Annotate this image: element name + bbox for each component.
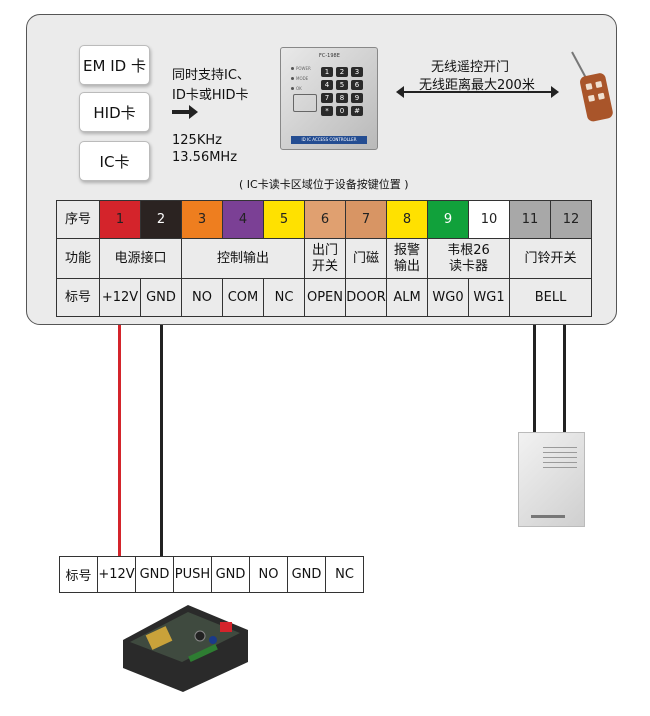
keypad-key: 8	[336, 93, 348, 103]
terminal-mark-gnd: GND	[140, 278, 182, 317]
terminal-number-3: 3	[181, 200, 223, 239]
keypad-key: 9	[351, 93, 363, 103]
terminal-function-4: 报警 输出	[386, 238, 428, 279]
terminal-number-11: 11	[509, 200, 551, 239]
terminal-number-5: 5	[263, 200, 305, 239]
row-label-function: 功能	[56, 238, 100, 279]
terminal-number-10: 10	[468, 200, 510, 239]
keypad-key: 4	[321, 80, 333, 90]
power-terminal-3: GND	[211, 556, 250, 593]
power-terminal-5: GND	[287, 556, 326, 593]
terminal-function-3: 门磁	[345, 238, 387, 279]
bell-wire-2	[563, 325, 566, 433]
frequency-125khz: 125KHz	[172, 133, 222, 148]
power-supply-image	[123, 605, 248, 692]
keypad-leds: POWER MODE OK	[291, 66, 311, 96]
terminal-number-2: 2	[140, 200, 182, 239]
doorbell-vents	[543, 446, 577, 472]
terminal-mark-com: COM	[222, 278, 264, 317]
terminal-mark-door: DOOR	[345, 278, 387, 317]
terminal-mark-bell: BELL	[509, 278, 592, 317]
black-wire-gnd	[160, 325, 163, 557]
terminal-number-7: 7	[345, 200, 387, 239]
keypad-key: 7	[321, 93, 333, 103]
terminal-mark-wg1: WG1	[468, 278, 510, 317]
keypad-keys: 1 2 3 4 5 6 7 8 9 * 0 #	[321, 67, 363, 116]
terminal-mark-nc: NC	[263, 278, 305, 317]
red-wire-12v	[118, 325, 121, 557]
keypad-model: FC-198E	[319, 53, 340, 59]
terminal-number-8: 8	[386, 200, 428, 239]
terminal-function-6: 门铃开关	[509, 238, 592, 279]
keypad-key: 0	[336, 106, 348, 116]
led-ok: OK	[291, 86, 311, 92]
terminal-function-2: 出门 开关	[304, 238, 346, 279]
terminal-number-1: 1	[99, 200, 141, 239]
bell-wire-1	[533, 325, 536, 433]
support-text-line2: ID卡或HID卡	[172, 88, 249, 103]
power-terminal-4: NO	[249, 556, 288, 593]
wireless-remote-icon	[571, 51, 613, 122]
row-label-number: 序号	[56, 200, 100, 239]
keypad-key: 1	[321, 67, 333, 77]
terminal-number-4: 4	[222, 200, 264, 239]
power-row-label: 标号	[59, 556, 98, 593]
keypad-brand-strip: ID IC ACCESS CONTROLLER	[291, 136, 367, 144]
terminal-number-9: 9	[427, 200, 469, 239]
terminal-mark-alm: ALM	[386, 278, 428, 317]
remote-text-line2: 无线距离最大200米	[419, 78, 535, 93]
led-mode: MODE	[291, 76, 311, 82]
led-power: POWER	[291, 66, 311, 72]
doorbell-label-mark	[531, 515, 565, 518]
card-reading-zone	[293, 94, 317, 112]
power-terminal-1: GND	[135, 556, 174, 593]
terminal-number-6: 6	[304, 200, 346, 239]
terminal-mark-12v: +12V	[99, 278, 141, 317]
terminal-function-0: 电源接口	[99, 238, 182, 279]
frequency-13-56mhz: 13.56MHz	[172, 150, 238, 165]
terminal-mark-open: OPEN	[304, 278, 346, 317]
remote-text-line1: 无线遥控开门	[431, 60, 510, 75]
keypad-key: #	[351, 106, 363, 116]
terminal-mark-wg0: WG0	[427, 278, 469, 317]
ic-reader-note: ( IC卡读卡区域位于设备按键位置 )	[239, 178, 409, 191]
keypad-key: 5	[336, 80, 348, 90]
support-text-line1: 同时支持IC、	[172, 68, 250, 83]
doorbell-image	[518, 432, 585, 527]
keypad-key: 2	[336, 67, 348, 77]
terminal-mark-no: NO	[181, 278, 223, 317]
terminal-number-12: 12	[550, 200, 592, 239]
em-id-card-badge: EM ID 卡	[79, 45, 150, 85]
power-terminal-6: NC	[325, 556, 364, 593]
double-arrow-icon	[396, 86, 559, 98]
keypad-key: 6	[351, 80, 363, 90]
keypad-key: 3	[351, 67, 363, 77]
row-label-mark: 标号	[56, 278, 100, 317]
power-terminal-2: PUSH	[173, 556, 212, 593]
keypad-key: *	[321, 106, 333, 116]
terminal-function-1: 控制输出	[181, 238, 305, 279]
ic-card-badge: IC卡	[79, 141, 150, 181]
terminal-function-5: 韦根26 读卡器	[427, 238, 510, 279]
power-terminal-0: +12V	[97, 556, 136, 593]
hid-card-badge: HID卡	[79, 92, 150, 132]
right-arrow-icon	[172, 105, 198, 119]
keypad-reader-image: FC-198E POWER MODE OK 1 2 3 4 5 6 7 8 9 …	[280, 47, 378, 150]
